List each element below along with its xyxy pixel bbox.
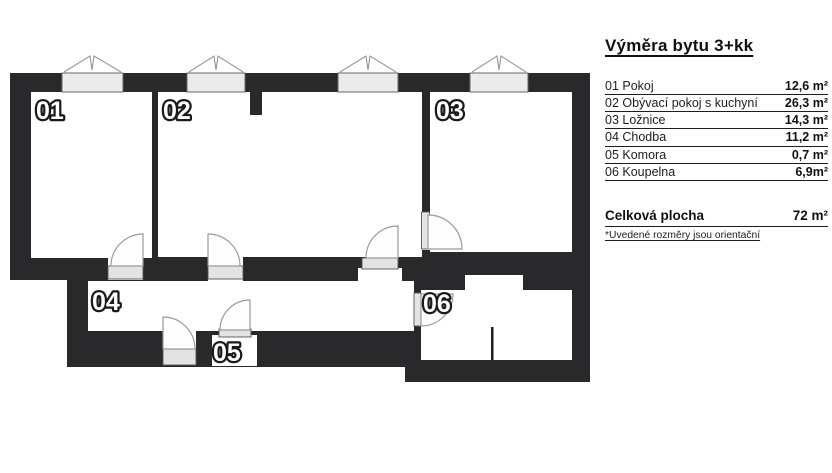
window-1 xyxy=(61,55,124,93)
room-02-floor xyxy=(158,92,422,257)
legend-row-area: 0,7 m² xyxy=(791,147,828,162)
door-slab-room-06 xyxy=(413,292,422,327)
legend-row-area: 26,3 m² xyxy=(784,96,828,111)
door-slab-room-01 xyxy=(107,265,144,280)
legend-row-02: 02 Obývací pokoj s kuchyní 26,3 m² xyxy=(605,96,828,113)
door-slab-entry xyxy=(162,348,197,366)
legend-row-label: 03 Ložnice xyxy=(605,113,666,128)
legend-panel: Výměra bytu 3+kk 01 Pokoj 12,6 m² 02 Obý… xyxy=(605,36,828,241)
legend-rows: 01 Pokoj 12,6 m² 02 Obývací pokoj s kuch… xyxy=(605,79,828,181)
legend-row-04: 04 Chodba 11,2 m² xyxy=(605,130,828,147)
windows xyxy=(61,55,529,93)
legend-row-03: 03 Ložnice 14,3 m² xyxy=(605,113,828,130)
legend-row-area: 12,6 m² xyxy=(784,79,828,93)
room-label-06: 06 xyxy=(423,290,451,318)
floor-plan-svg: 01 02 03 04 05 06 xyxy=(10,55,590,382)
door-swing-room-02-right xyxy=(365,225,399,259)
room-label-04: 04 xyxy=(92,288,120,316)
legend-total-area: 72 m² xyxy=(792,207,828,223)
door-swing-room-05 xyxy=(219,299,251,331)
legend-row-label: 02 Obývací pokoj s kuchyní xyxy=(605,96,758,111)
floor-plan: 01 02 03 04 05 06 xyxy=(10,55,590,382)
legend-row-area: 14,3 m² xyxy=(784,113,828,128)
room-label-03: 03 xyxy=(436,97,464,125)
room-label-01: 01 xyxy=(36,97,64,125)
legend-row-06: 06 Koupelna 6,9m² xyxy=(605,164,828,181)
room-03-floor xyxy=(430,92,572,252)
room-04-step xyxy=(358,268,402,282)
legend-total-row: Celková plocha 72 m² xyxy=(605,208,828,227)
legend-row-area: 11,2 m² xyxy=(785,130,828,145)
room-01-floor xyxy=(31,92,152,258)
room-05-floor xyxy=(212,335,257,366)
door-swing-entry xyxy=(162,316,196,350)
window-2 xyxy=(186,55,246,93)
door-slab-room-02-left xyxy=(207,265,244,280)
door-swing-room-03 xyxy=(427,214,463,250)
door-slabs xyxy=(107,211,430,366)
legend-row-label: 05 Komora xyxy=(605,147,667,162)
door-slab-room-02-right xyxy=(361,257,399,270)
window-3 xyxy=(337,55,399,93)
window-4 xyxy=(469,55,529,93)
legend-row-01: 01 Pokoj 12,6 m² xyxy=(605,79,828,96)
legend-row-area: 6,9m² xyxy=(795,164,828,179)
room-label-02: 02 xyxy=(163,97,191,125)
legend-row-05: 05 Komora 0,7 m² xyxy=(605,147,828,164)
bathroom-partition xyxy=(491,327,494,360)
legend-title: Výměra bytu 3+kk xyxy=(605,36,754,55)
legend-row-label: 04 Chodba xyxy=(605,130,667,145)
door-swings xyxy=(110,214,463,350)
wall-stub xyxy=(250,92,262,115)
legend-row-label: 06 Koupelna xyxy=(605,164,676,179)
legend-row-label: 01 Pokoj xyxy=(605,79,654,93)
room-label-05: 05 xyxy=(213,339,241,367)
door-swing-room-02-left xyxy=(207,233,241,267)
room-06-alcove xyxy=(465,275,523,291)
door-swing-room-06 xyxy=(420,293,454,327)
legend-total-label: Celková plocha xyxy=(605,207,705,223)
door-swing-room-01 xyxy=(110,233,144,267)
legend-footnote: *Uvedené rozměry jsou orientační xyxy=(605,229,761,241)
room-04-floor xyxy=(88,281,414,331)
